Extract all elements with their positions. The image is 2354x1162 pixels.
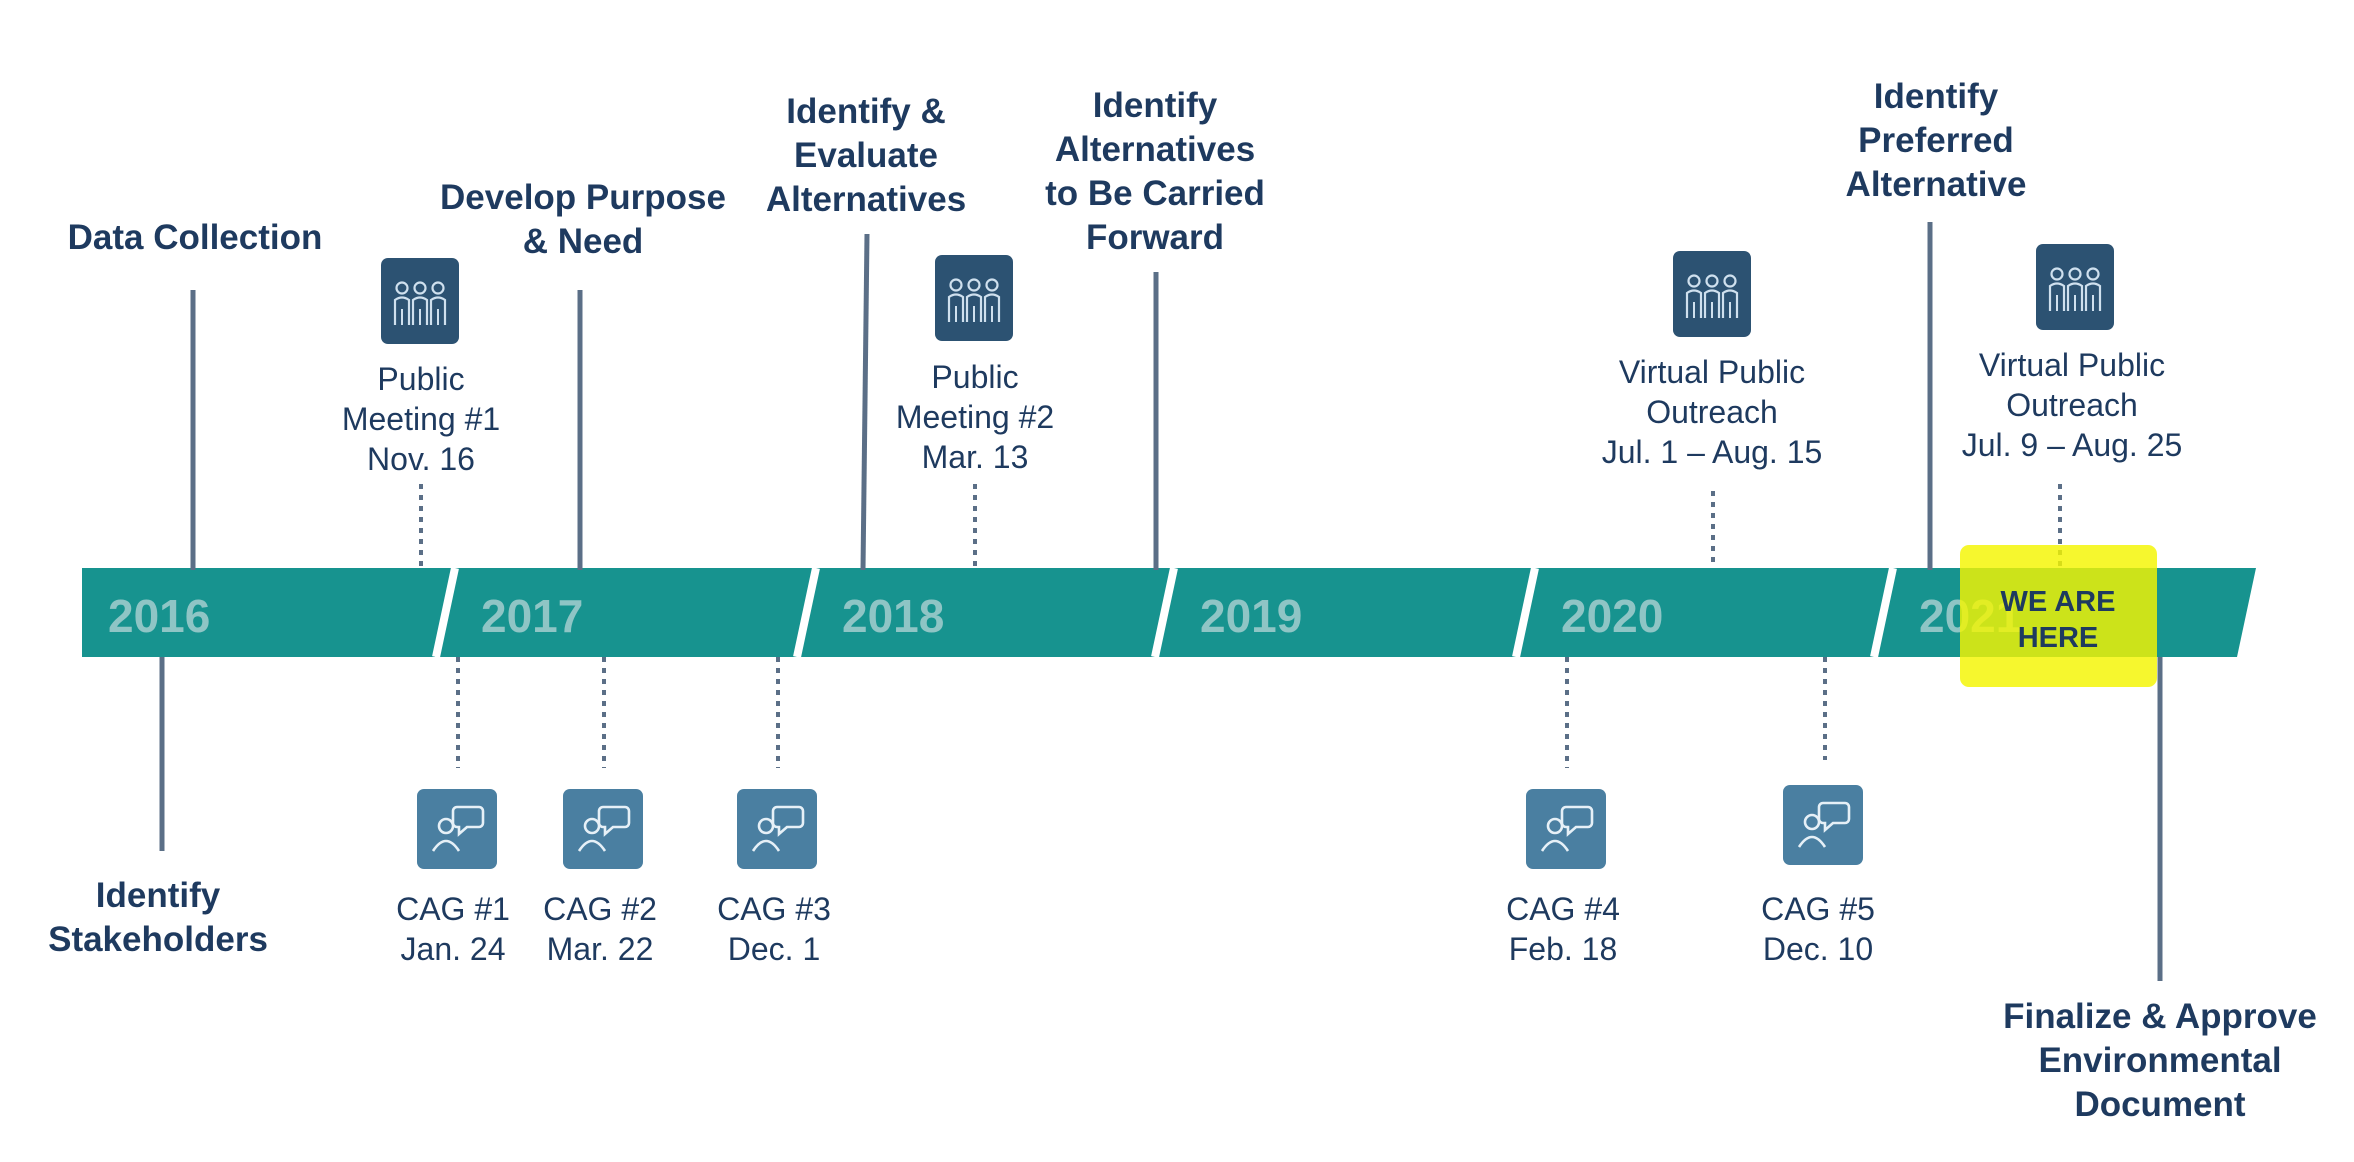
milestone-label: Forward	[1086, 218, 1224, 257]
year-label: 2016	[108, 590, 210, 642]
people-group-icon	[2036, 244, 2114, 330]
milestone-label: Environmental	[2038, 1041, 2281, 1080]
milestone-label: Identify	[96, 876, 221, 915]
speech-person-icon	[1526, 789, 1606, 869]
year-band: 201620172018201920202021	[82, 567, 2256, 658]
public-meeting-label: Virtual Public	[1619, 354, 1805, 390]
milestone-stem	[860, 233, 870, 571]
public-meeting-label: Virtual Public	[1979, 347, 2165, 383]
milestone-label: Finalize & Approve	[2003, 997, 2317, 1036]
milestone-label: Preferred	[1858, 121, 2014, 160]
cag-meeting-label: Dec. 1	[728, 931, 820, 967]
cag-meeting-label: Feb. 18	[1509, 931, 1618, 967]
year-label: 2020	[1561, 590, 1663, 642]
year-divider	[1151, 567, 1178, 658]
milestone-label: Data Collection	[68, 218, 323, 257]
public-meeting-label: Meeting #2	[896, 399, 1054, 435]
milestone-label: Stakeholders	[48, 920, 268, 959]
year-segment	[797, 568, 1174, 657]
year-label: 2018	[842, 590, 944, 642]
milestone-label: Evaluate	[794, 136, 938, 175]
public-meeting-label: Public	[377, 361, 464, 397]
cag-meeting-label: Jan. 24	[401, 931, 506, 967]
public-meeting-label: Meeting #1	[342, 401, 500, 437]
milestone-label: Alternatives	[766, 180, 966, 219]
milestone-label: & Need	[523, 222, 644, 261]
cag-meeting-label: CAG #5	[1761, 891, 1875, 927]
milestone-label: Identify &	[786, 92, 945, 131]
speech-person-icon	[1783, 785, 1863, 865]
we-are-here-label: WE ARE	[2001, 586, 2116, 618]
year-label: 2019	[1200, 590, 1302, 642]
year-divider	[1870, 567, 1897, 658]
people-group-icon	[935, 255, 1013, 341]
milestone-label: Develop Purpose	[440, 178, 726, 217]
year-segment	[1155, 568, 1535, 657]
public-meeting-label: Outreach	[2006, 387, 2138, 423]
speech-person-icon	[417, 789, 497, 869]
milestone-label: to Be Carried	[1045, 174, 1265, 213]
cag-meeting-label: CAG #3	[717, 891, 831, 927]
public-meeting-label: Outreach	[1646, 394, 1778, 430]
milestone-label: Identify	[1093, 86, 1218, 125]
public-meeting-label: Nov. 16	[367, 441, 475, 477]
year-divider	[432, 567, 459, 658]
public-meeting-label: Mar. 13	[922, 439, 1029, 475]
milestone-label: Document	[2074, 1085, 2245, 1124]
year-label: 2017	[481, 590, 583, 642]
cag-meeting-label: CAG #4	[1506, 891, 1620, 927]
we-are-here-label: HERE	[2018, 622, 2099, 654]
we-are-here-marker: WE ARE HERE	[1960, 545, 2157, 687]
milestone-label: Alternatives	[1055, 130, 1255, 169]
public-meeting-label: Jul. 1 – Aug. 15	[1602, 434, 1823, 470]
speech-person-icon	[737, 789, 817, 869]
year-segment	[436, 568, 816, 657]
cag-meeting-label: CAG #2	[543, 891, 657, 927]
speech-person-icon	[563, 789, 643, 869]
people-group-icon	[381, 258, 459, 344]
cag-meeting-label: Mar. 22	[547, 931, 654, 967]
year-divider	[1512, 567, 1539, 658]
cag-meeting-label: Dec. 10	[1763, 931, 1873, 967]
milestone-label: Identify	[1874, 77, 1999, 116]
year-segment	[1516, 568, 1893, 657]
year-segment	[82, 568, 455, 657]
milestone-label: Alternative	[1846, 165, 2027, 204]
public-meeting-label: Public	[931, 359, 1018, 395]
year-divider	[793, 567, 820, 658]
public-meeting-label: Jul. 9 – Aug. 25	[1962, 427, 2183, 463]
people-group-icon	[1673, 251, 1751, 337]
cag-meeting-label: CAG #1	[396, 891, 510, 927]
